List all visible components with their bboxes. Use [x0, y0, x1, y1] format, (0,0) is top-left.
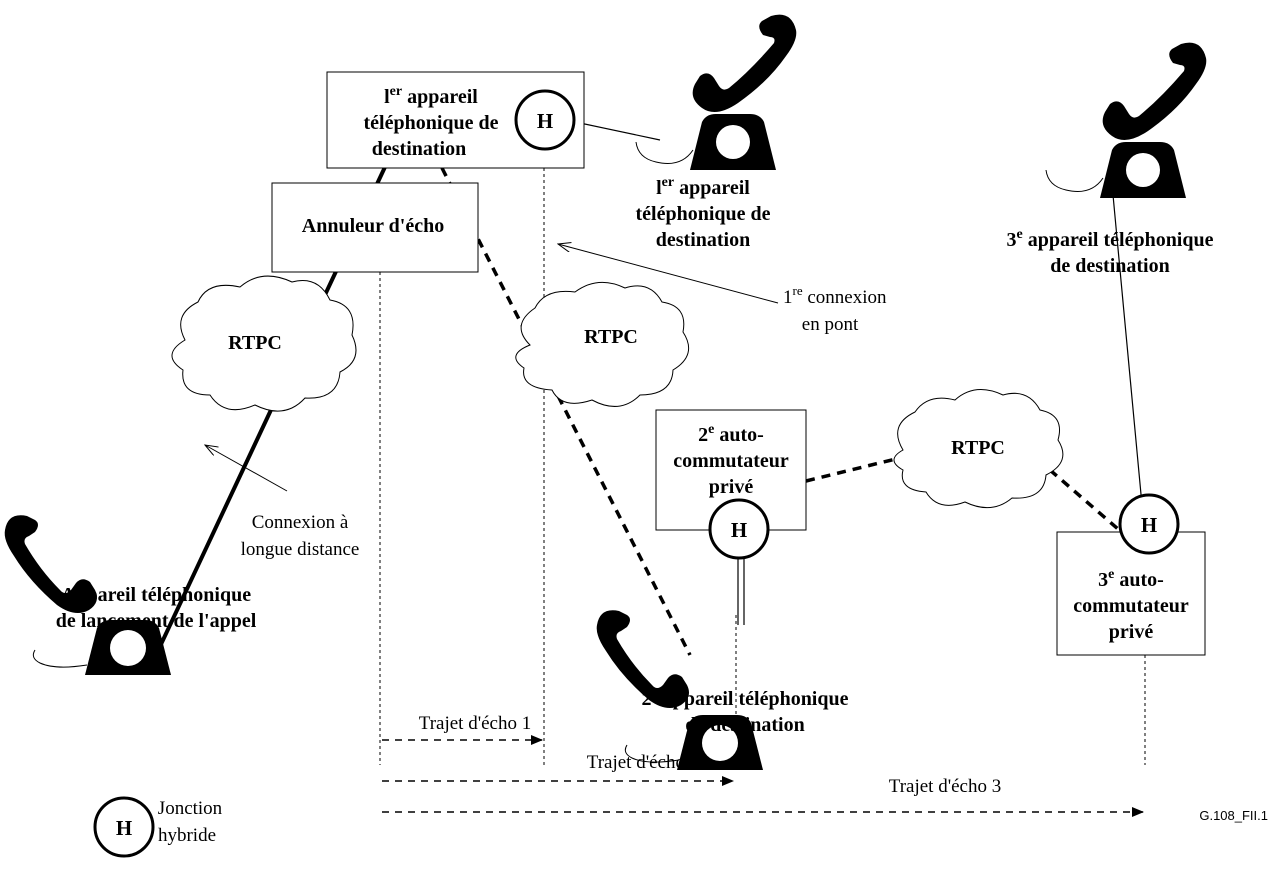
- svg-text:de destination: de destination: [685, 714, 804, 736]
- svg-text:longue distance: longue distance: [241, 539, 360, 560]
- echo-path-1-label: Trajet d'écho 1: [419, 713, 531, 734]
- hybrid-junction-icon: H: [514, 89, 576, 151]
- telephone-icon: [635, 14, 797, 171]
- long-distance-label: Connexion à longue distance: [241, 512, 360, 560]
- svg-text:privé: privé: [1109, 621, 1154, 643]
- hybrid-junction-icon: H: [1118, 493, 1180, 555]
- echo-canceller-box: [271, 182, 479, 273]
- svg-text:téléphonique de: téléphonique de: [635, 203, 770, 225]
- dest3-connection-line: [1112, 194, 1143, 506]
- legend-label: Jonction hybride: [158, 798, 223, 846]
- svg-text:ler appareil: ler appareil: [656, 175, 750, 199]
- svg-text:de lancement de l'appel: de lancement de l'appel: [56, 610, 257, 632]
- figure-id: G.108_FII.1: [1199, 808, 1268, 823]
- hybrid-junction-icon: H: [708, 498, 770, 560]
- telephone-icon: [1045, 42, 1207, 199]
- rtpc-label: RTPC: [228, 332, 282, 354]
- pbx2-label: 2e auto- commutateur privé: [673, 422, 789, 498]
- dest1-connection-line: [579, 122, 661, 141]
- cloud-icon: [171, 275, 357, 412]
- bridge-connection-line: [440, 167, 692, 656]
- echo-path-3-label: Trajet d'écho 3: [889, 776, 1001, 797]
- svg-text:privé: privé: [709, 476, 754, 498]
- svg-text:destination: destination: [372, 138, 466, 160]
- svg-text:H: H: [116, 816, 132, 840]
- svg-text:ler appareil: ler appareil: [384, 84, 478, 108]
- pbx3-box: [1056, 531, 1206, 656]
- caller-label: Appareil téléphonique de lancement de l'…: [56, 584, 257, 632]
- bridge-pointer-arrow: [558, 244, 779, 304]
- svg-text:H: H: [731, 518, 747, 542]
- svg-text:commutateur: commutateur: [673, 450, 789, 472]
- dest2-label: 2e appareil téléphonique de destination: [642, 686, 849, 736]
- echo-canceller-label: Annuleur d'écho: [302, 215, 444, 237]
- svg-text:en pont: en pont: [802, 314, 859, 335]
- svg-text:commutateur: commutateur: [1073, 595, 1189, 617]
- pbx2-pbx3-link: [805, 453, 913, 483]
- svg-text:1re connexion: 1re connexion: [783, 283, 887, 308]
- bridge-connection-label: 1re connexion en pont: [783, 283, 887, 335]
- svg-text:destination: destination: [656, 229, 750, 251]
- rtpc-label: RTPC: [951, 437, 1005, 459]
- rtpc-label: RTPC: [584, 326, 638, 348]
- svg-text:H: H: [1141, 513, 1157, 537]
- svg-text:2e auto-: 2e auto-: [698, 422, 764, 446]
- svg-text:de destination: de destination: [1050, 255, 1169, 277]
- svg-text:téléphonique de: téléphonique de: [363, 112, 498, 134]
- long-distance-pointer-arrow: [205, 445, 288, 492]
- svg-text:3e auto-: 3e auto-: [1098, 567, 1164, 591]
- cloud-icon: [893, 389, 1064, 509]
- svg-text:2e appareil téléphonique: 2e appareil téléphonique: [642, 686, 849, 710]
- svg-text:Connexion à: Connexion à: [252, 512, 349, 533]
- svg-text:hybride: hybride: [158, 825, 216, 846]
- dest3-label: 3e appareil téléphonique de destination: [1007, 227, 1214, 277]
- cloud-icon: [515, 281, 690, 407]
- pbx3-rtpc-link: [1048, 468, 1135, 544]
- svg-text:Jonction: Jonction: [158, 798, 223, 819]
- echo-path-2-label: Trajet d'écho 2: [587, 752, 699, 773]
- hybrid-junction-icon: H: [93, 796, 155, 858]
- svg-text:H: H: [537, 109, 553, 133]
- svg-text:3e appareil téléphonique: 3e appareil téléphonique: [1007, 227, 1214, 251]
- pbx3-label: 3e auto- commutateur privé: [1073, 567, 1189, 643]
- svg-text:Appareil téléphonique: Appareil téléphonique: [61, 584, 251, 606]
- dest1-label: ler appareil téléphonique de destination: [635, 175, 770, 251]
- pbx1-box-label: ler appareil téléphonique de destination: [363, 84, 498, 160]
